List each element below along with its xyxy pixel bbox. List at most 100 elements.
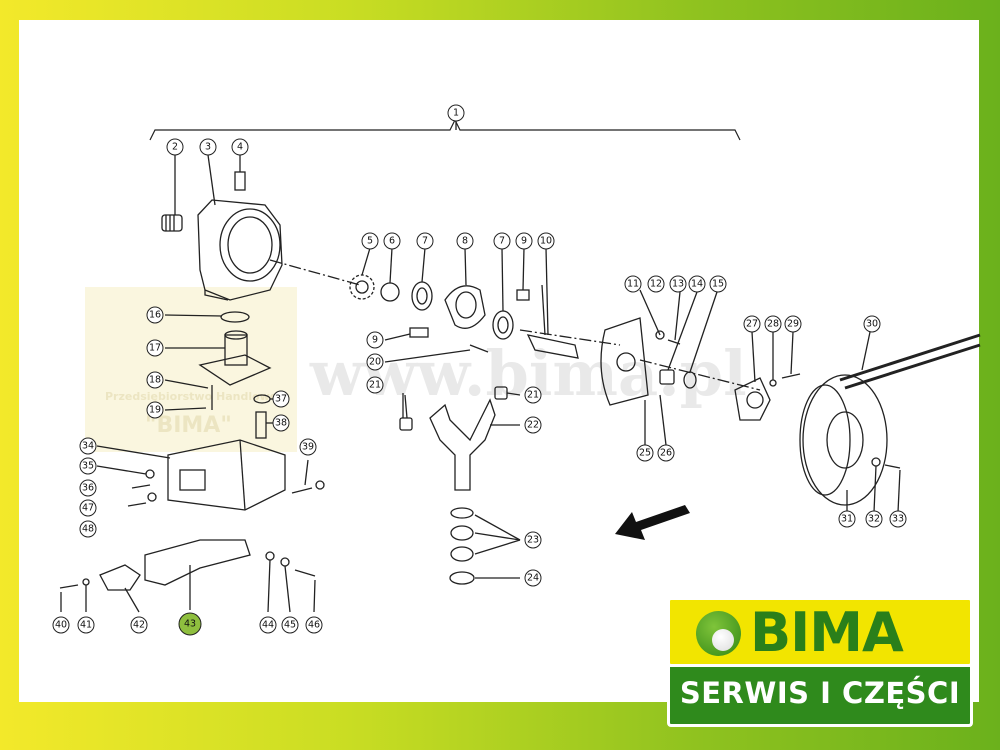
callout-label: 29	[787, 319, 799, 330]
callout-label: 20	[369, 357, 381, 368]
washer-32	[871, 457, 881, 467]
callout-label: 14	[691, 279, 703, 290]
callout-label: 17	[149, 343, 161, 354]
tube-bracket-17	[198, 330, 272, 386]
coupling-8	[444, 285, 486, 329]
clamp-42	[99, 564, 141, 591]
callout: 33	[889, 510, 907, 528]
callout-label: 2	[172, 142, 178, 153]
callout-label: 13	[672, 279, 684, 290]
callout-label: 21	[369, 380, 381, 391]
callout: 41	[77, 616, 95, 634]
callout-highlighted: 43	[178, 612, 202, 636]
callout-label: 22	[527, 420, 539, 431]
callout: 11	[624, 275, 642, 293]
callout: 17	[146, 339, 164, 357]
callout: 9	[515, 232, 533, 250]
bush-21a	[399, 417, 413, 431]
callout-label: 39	[302, 442, 314, 453]
gear-5	[349, 274, 375, 300]
callouts: 1 2 3 4 5 6 7 8 7 9 10 11 12 13 14 15 16…	[52, 104, 907, 636]
watermark-company-line: Przedsiębiorstwo Handlowe	[105, 390, 277, 403]
callout-label: 40	[55, 620, 67, 631]
callout-label: 34	[82, 441, 94, 452]
callout: 2	[166, 138, 184, 156]
ball-icon	[696, 611, 741, 656]
callout-label: 33	[892, 514, 904, 525]
callout-label: 30	[866, 319, 878, 330]
callout-label: 8	[462, 236, 468, 247]
logo-brand-text: BIMA	[750, 601, 904, 664]
bearing-23b	[450, 525, 474, 541]
callout-label: 6	[389, 236, 395, 247]
bearing-2	[161, 214, 183, 232]
shaft-10	[526, 334, 579, 359]
yoke-22	[429, 398, 496, 491]
bima-logo: BIMA	[667, 597, 973, 667]
arrow-down-left-icon	[615, 505, 690, 540]
ring-24	[449, 571, 475, 585]
hub-27	[734, 377, 771, 421]
callout: 37	[272, 390, 290, 408]
callout-label: 32	[868, 514, 880, 525]
callout: 45	[281, 616, 299, 634]
callout-label: 1	[453, 108, 459, 119]
callout: 14	[688, 275, 706, 293]
callout: 38	[272, 414, 290, 432]
callout: 9	[366, 331, 384, 349]
gear-housing	[197, 199, 283, 301]
flange-11	[600, 317, 649, 406]
washer-6	[380, 282, 400, 302]
callout-label: 9	[372, 335, 378, 346]
bolt-29	[781, 373, 801, 379]
callout-label: 26	[660, 448, 672, 459]
bearing-14	[659, 369, 675, 385]
callout-label: 28	[767, 319, 779, 330]
callout: 8	[456, 232, 474, 250]
callout-label: 37	[275, 394, 287, 405]
callout: 28	[764, 315, 782, 333]
callout: 6	[383, 232, 401, 250]
callout: 36	[79, 479, 97, 497]
callout: 7	[416, 232, 434, 250]
belt-30	[839, 333, 981, 390]
callout: 31	[838, 510, 856, 528]
callout: 16	[146, 306, 164, 324]
callout: 44	[259, 616, 277, 634]
ball-highlight	[712, 629, 734, 651]
callout-label: 35	[82, 461, 94, 472]
callout-label: 31	[841, 514, 853, 525]
callout: 48	[79, 520, 97, 538]
callout-label: 47	[82, 503, 94, 514]
logo-tagline: SERWIS I CZĘŚCI	[679, 676, 961, 710]
callout-label: 19	[149, 405, 161, 416]
callout: 42	[130, 616, 148, 634]
callout-label: 41	[80, 620, 92, 631]
bearing-7a	[411, 281, 433, 311]
callout-label: 15	[712, 279, 724, 290]
bearing-23a	[450, 507, 474, 519]
callout: 40	[52, 616, 70, 634]
callout-label: 38	[275, 418, 287, 429]
callout: 20	[366, 353, 384, 371]
callout: 4	[231, 138, 249, 156]
callout: 10	[537, 232, 555, 250]
washer-12	[655, 330, 665, 340]
lever-43	[144, 539, 251, 610]
callout: 27	[743, 315, 761, 333]
grease-nipple	[234, 171, 246, 191]
callout: 26	[657, 444, 675, 462]
callout-label: 24	[527, 573, 539, 584]
parts-drawing	[59, 113, 981, 613]
callout-label: 18	[149, 375, 161, 386]
callout: 34	[79, 437, 97, 455]
callout-label: 23	[527, 535, 539, 546]
callout-label: 4	[237, 142, 243, 153]
callout-label: 7	[422, 236, 428, 247]
callout-label: 48	[82, 524, 94, 535]
callout-label: 21	[527, 390, 539, 401]
callout-label: 16	[149, 310, 161, 321]
callout-label: 45	[284, 620, 296, 631]
callout: 39	[299, 438, 317, 456]
